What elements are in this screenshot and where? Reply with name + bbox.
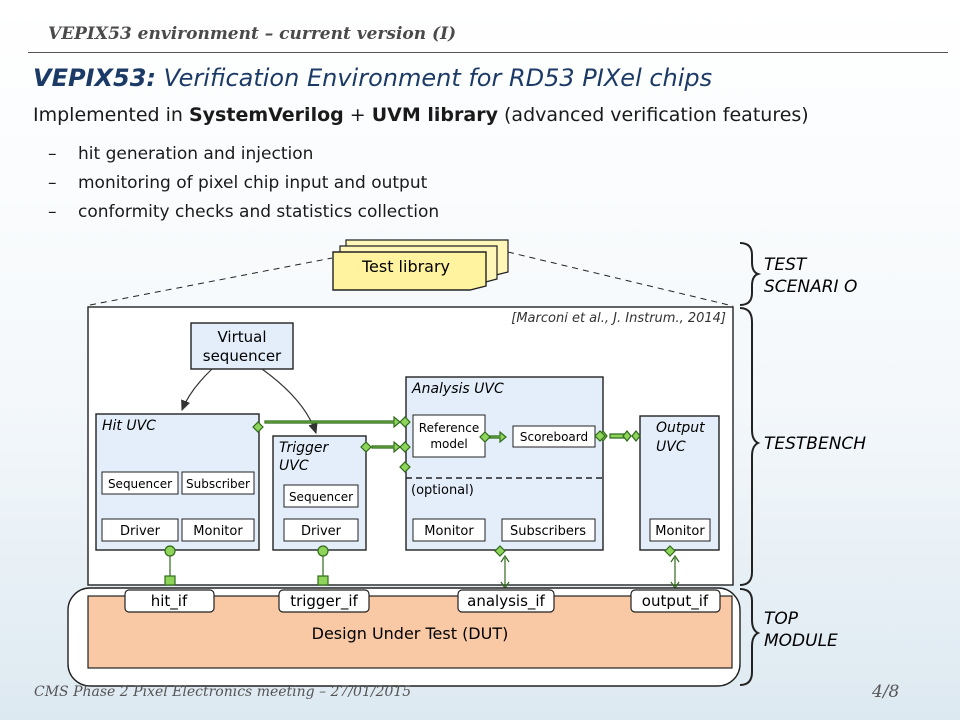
subtitle-systemverilog: SystemVerilog [188, 104, 344, 126]
reference-model-label-1: Reference [419, 421, 479, 435]
tlm-connections [252, 415, 676, 557]
hit-monitor-label: Monitor [193, 524, 243, 539]
output-monitor [649, 518, 711, 542]
analysis-if [457, 589, 555, 613]
top-module-label-2: MODULE [764, 631, 838, 651]
port-diamond [360, 441, 372, 453]
hit-driver [101, 518, 179, 542]
trigger-uvc-label-2: UVC [279, 458, 309, 474]
analysis-subscribers-label: Subscribers [510, 524, 586, 539]
hit-driver-label: Driver [120, 524, 161, 539]
header-divider [28, 52, 948, 53]
subtitle-post: (advanced verification features) [497, 104, 809, 126]
slide-title: VEPIX53: Verification Environment for RD… [33, 64, 712, 92]
bullet-text: hit generation and injection [78, 144, 314, 164]
port-diamond [399, 461, 411, 473]
projection-line-right [507, 251, 734, 307]
vseq-to-hit-arrow [181, 368, 213, 412]
testbench-label: TESTBENCH [764, 434, 866, 454]
right-braces [739, 242, 762, 686]
virtual-sequencer [190, 322, 294, 370]
port-diamond [664, 545, 676, 557]
output-monitor-label: Monitor [655, 524, 705, 539]
hit-uvc-label: Hit UVC [102, 418, 156, 434]
test-library: Test library [332, 239, 509, 291]
vseq-to-trigger-arrow [261, 368, 318, 435]
bullet-list: –hit generation and injection –monitorin… [48, 143, 439, 230]
test-library-label: Test library [361, 257, 450, 276]
trigger-to-analysis-link [371, 440, 401, 454]
projection-line-left [89, 257, 333, 306]
output-if-label: output_if [642, 592, 709, 611]
port-diamond [252, 421, 264, 433]
top-module-label-1: TOP [764, 609, 799, 629]
bullet-item: –hit generation and injection [48, 144, 314, 164]
output-uvc-label-2: UVC [656, 439, 686, 455]
slide-subtitle: Implemented in SystemVerilog + UVM libra… [33, 104, 809, 126]
port-diamond [622, 430, 632, 442]
slide-header: VEPIX53 environment – current version (I… [48, 24, 457, 44]
port-diamond [479, 431, 491, 443]
analysis-monitor [412, 518, 486, 542]
bullet-item: –conformity checks and statistics collec… [48, 202, 440, 222]
port-diamond [631, 430, 641, 442]
port-diamond [399, 441, 411, 453]
analysis-uvc-label: Analysis UVC [411, 381, 504, 397]
trigger-if [278, 589, 370, 613]
output-uvc-label-1: Output [656, 420, 705, 436]
hit-subscriber-label: Subscriber [186, 477, 250, 491]
bullet-text: conformity checks and statistics collect… [78, 202, 440, 222]
trigger-sequencer [283, 484, 359, 508]
hit-if [124, 589, 215, 613]
hit-if-label: hit_if [151, 592, 188, 611]
port-diamond [494, 545, 506, 557]
bullet-text: monitoring of pixel chip input and outpu… [78, 173, 428, 193]
optional-label: (optional) [411, 483, 474, 498]
title-bold: VEPIX53: [33, 64, 156, 92]
analysis-monitor-label: Monitor [424, 524, 474, 539]
dut-label: Design Under Test (DUT) [312, 624, 509, 643]
reference-model-label-2: model [430, 437, 467, 451]
virtual-sequencer-label-2: sequencer [203, 347, 282, 365]
virtual-sequencer-label-1: Virtual [217, 328, 266, 346]
citation: [Marconi et al., J. Instrum., 2014] [511, 311, 726, 326]
hit-to-analysis-link [264, 415, 401, 429]
analysis-if-label: analysis_if [467, 592, 545, 611]
title-rest: Verification Environment for RD53 PIXel … [156, 64, 713, 92]
analysis-subscribers [501, 518, 596, 542]
port-diamond [594, 430, 606, 442]
hit-sequencer-label: Sequencer [108, 477, 172, 491]
footer-meeting: CMS Phase 2 Pixel Electronics meeting – … [34, 684, 412, 700]
page-number: 4/8 [872, 682, 900, 702]
subtitle-plus: + [343, 104, 372, 126]
subtitle-pre: Implemented in [33, 104, 189, 126]
bullet-item: –monitoring of pixel chip input and outp… [48, 173, 428, 193]
test-scenario-label-1: TEST [764, 255, 808, 275]
reference-model [412, 414, 486, 458]
hit-subscriber [181, 471, 255, 495]
subtitle-uvm: UVM library [371, 104, 498, 126]
output-if [630, 589, 721, 613]
scoreboard-label: Scoreboard [520, 430, 588, 444]
trigger-if-label: trigger_if [290, 592, 358, 611]
trigger-driver-label: Driver [301, 524, 342, 539]
test-scenario-label-2: SCENARI O [764, 277, 857, 297]
hit-sequencer [101, 471, 179, 495]
trigger-sequencer-label: Sequencer [289, 490, 353, 504]
trigger-driver [283, 518, 359, 542]
trigger-uvc-label-1: Trigger [279, 440, 329, 456]
hit-monitor [181, 518, 255, 542]
port-diamond [399, 416, 411, 428]
